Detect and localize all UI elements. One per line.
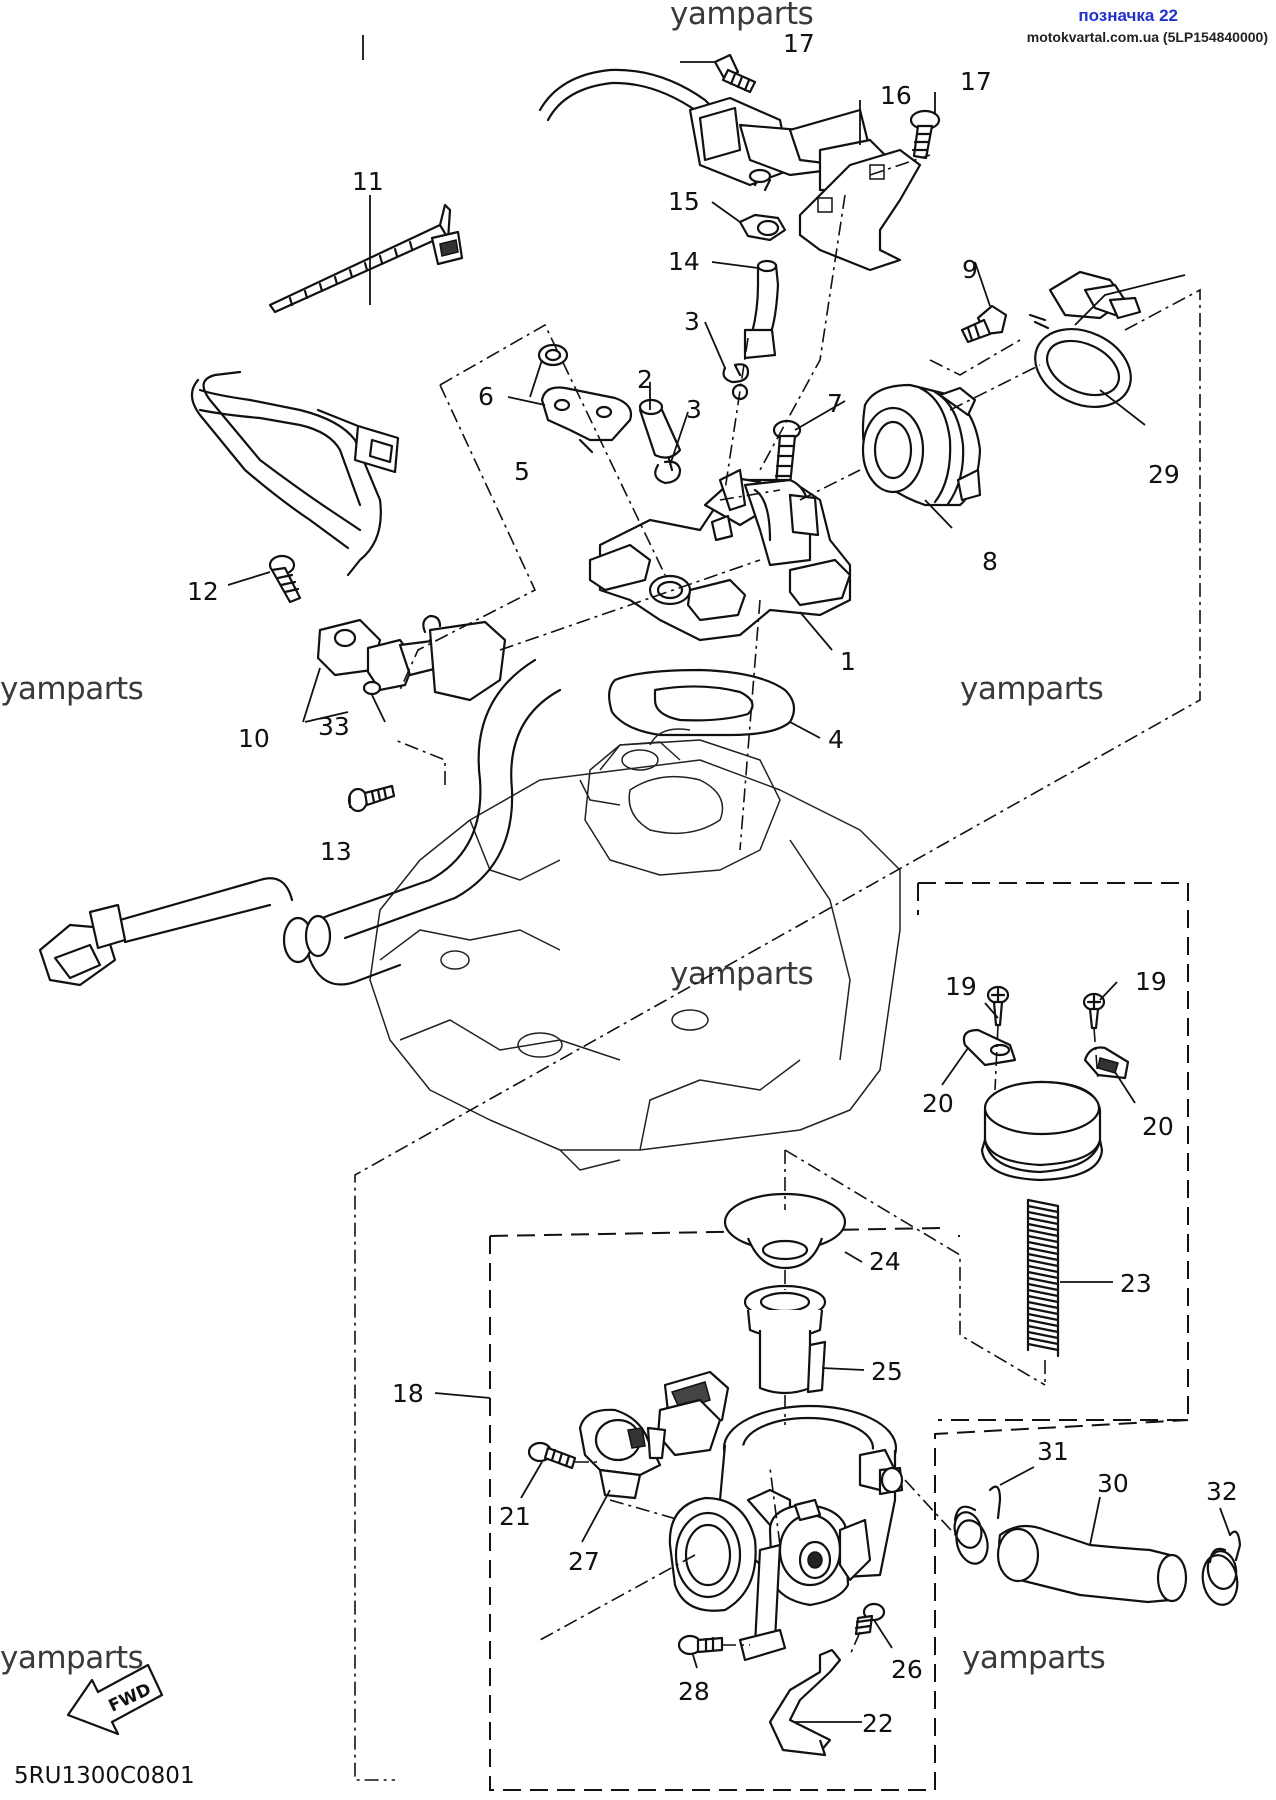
callout-13: 13	[320, 837, 352, 866]
screw-19a	[986, 985, 1010, 1027]
screw-21	[527, 1441, 577, 1470]
callout-3: 3	[686, 395, 702, 424]
callout-1: 1	[840, 647, 856, 676]
callout-6: 6	[478, 382, 494, 411]
callout-10: 10	[238, 724, 270, 753]
callout-2: 2	[637, 365, 653, 394]
wire-harness	[190, 370, 400, 577]
sensor-bracket	[538, 68, 922, 272]
assembly-lines-upper	[354, 154, 1201, 1781]
clamp-20a	[962, 1028, 1017, 1067]
hose-14	[743, 259, 780, 360]
leader-lines-upper	[227, 35, 1186, 808]
piston-25	[743, 1284, 827, 1395]
diaphragm-24	[723, 1192, 847, 1270]
callout-17: 17	[783, 29, 815, 58]
vent-hose	[38, 658, 562, 987]
callout-29: 29	[1148, 460, 1180, 489]
callout-11: 11	[352, 167, 384, 196]
callout-22: 22	[862, 1709, 894, 1738]
assembly-lines-lower	[539, 1024, 1099, 1656]
watermark: yamparts	[960, 671, 1103, 707]
watermark: yamparts	[670, 0, 813, 32]
clip-15	[738, 213, 787, 242]
diagram-code: 5RU1300C0801	[14, 1763, 195, 1789]
screw-17a	[713, 53, 757, 94]
screw-17b	[909, 109, 941, 160]
bolt-7	[772, 419, 802, 487]
callout-25: 25	[871, 1357, 903, 1386]
leader-lines-lower	[434, 981, 1231, 1723]
intake-manifold-mount	[584, 728, 781, 876]
callout-31: 31	[1037, 1437, 1069, 1466]
callout-15: 15	[668, 187, 700, 216]
clip-32	[1201, 1530, 1242, 1606]
hose-fitting	[316, 614, 507, 702]
spring-23	[1026, 1198, 1060, 1358]
callout-28: 28	[678, 1677, 710, 1706]
callout-17: 17	[960, 67, 992, 96]
callout-16: 16	[880, 81, 912, 110]
intake-body-1	[588, 468, 852, 642]
callout-19: 19	[1135, 967, 1167, 996]
callout-18: 18	[392, 1379, 424, 1408]
callout-24: 24	[869, 1247, 901, 1276]
callout-20: 20	[922, 1089, 954, 1118]
callout-8: 8	[982, 547, 998, 576]
clip-3b	[654, 453, 682, 485]
callout-27: 27	[568, 1547, 600, 1576]
intake-joint-8	[861, 383, 982, 507]
callout-5: 5	[514, 457, 530, 486]
clamp-29	[1028, 270, 1142, 408]
callout-9: 9	[962, 255, 978, 284]
bolt-12	[268, 554, 302, 604]
callout-33: 33	[318, 712, 350, 741]
callout-3: 3	[684, 307, 700, 336]
watermark: yamparts	[0, 671, 143, 707]
throttle-body	[656, 1370, 904, 1662]
kit-box-lower	[489, 1227, 1189, 1791]
hose-30	[996, 1524, 1188, 1604]
watermark: yamparts	[670, 956, 813, 992]
gasket-6	[537, 343, 569, 367]
callout-32: 32	[1206, 1477, 1238, 1506]
diaphragm-cover	[980, 1080, 1104, 1182]
callout-7: 7	[827, 389, 843, 418]
screw-19b	[1082, 992, 1106, 1030]
screw-28	[677, 1634, 724, 1656]
cable-tie-11	[268, 203, 464, 314]
watermark: yamparts	[962, 1640, 1105, 1676]
header-tag: позначка 22	[1078, 6, 1178, 25]
clamp-20b	[1083, 1046, 1130, 1080]
callout-23: 23	[1120, 1269, 1152, 1298]
intake-gasket	[608, 668, 796, 737]
callout-20: 20	[1142, 1112, 1174, 1141]
throttle-sensor-27	[578, 1408, 667, 1500]
callout-30: 30	[1097, 1469, 1129, 1498]
callout-14: 14	[668, 247, 700, 276]
engine-outline	[369, 741, 901, 1171]
callout-4: 4	[828, 725, 844, 754]
pin-2	[638, 398, 682, 459]
watermark: yamparts	[0, 1640, 143, 1676]
callout-12: 12	[187, 577, 219, 606]
screw-26	[854, 1602, 886, 1636]
header-source: motokvartal.com.ua (5LP154840000)	[1027, 29, 1268, 45]
bracket-22	[768, 1648, 842, 1757]
clip-31	[953, 1485, 1002, 1565]
callout-21: 21	[499, 1502, 531, 1531]
callout-26: 26	[891, 1655, 923, 1684]
bolt-9	[960, 304, 1008, 344]
bolt-13	[347, 784, 396, 813]
callout-19: 19	[945, 972, 977, 1001]
clip-3a	[722, 363, 750, 401]
bracket-5	[540, 386, 633, 454]
kit-box-upper	[917, 882, 1189, 1421]
